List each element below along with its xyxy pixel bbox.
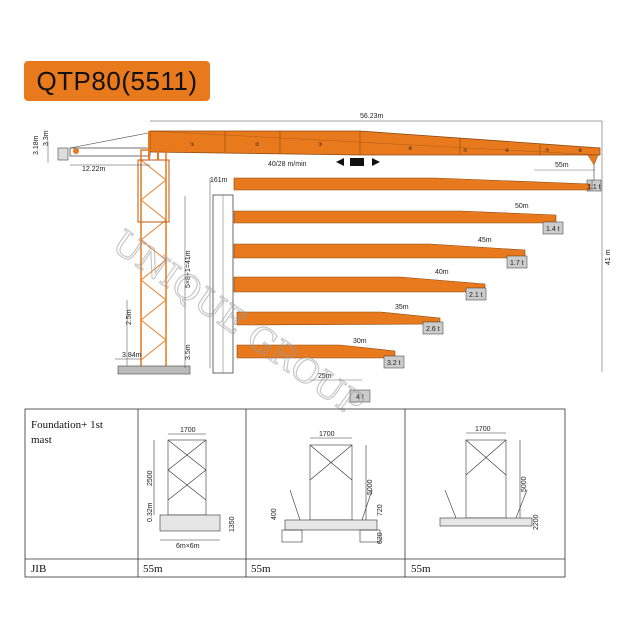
table-row1-label-b: mast (31, 434, 52, 446)
foundation-drawing (153, 433, 221, 541)
svg-text:35m: 35m (395, 304, 409, 311)
chassis-b-height: 5000 (521, 476, 528, 492)
spec-table (24, 408, 566, 578)
jib-config-25: 25m (310, 373, 362, 381)
load-45: 1.7 t (510, 260, 524, 267)
svg-text:①: ① (190, 142, 195, 148)
table-jib-label: JIB (31, 563, 46, 575)
chassis-a-width: 1700 (319, 431, 335, 438)
svg-text:⑦: ⑦ (545, 148, 550, 154)
dim-counter-jib: 12.22m (82, 166, 106, 173)
load-35: 2.6 t (426, 326, 440, 333)
dim-total-length: 56.23m (360, 113, 384, 120)
load-25: 4 t (356, 394, 364, 401)
svg-text:②: ② (255, 142, 260, 148)
chassis-b-drawing (439, 432, 533, 527)
chassis-b-width: 1700 (475, 426, 491, 433)
load-55: 1.1 t (587, 184, 601, 191)
table-jib-value-2: 55m (251, 563, 271, 575)
chassis-a-h1: 400 (271, 508, 278, 520)
jib-config-30: 30m (236, 338, 396, 359)
trolley-icon (336, 158, 380, 166)
jib-config-50: 50m (233, 203, 557, 224)
tower-mast (117, 131, 191, 375)
load-30: 3.2 t (387, 360, 401, 367)
svg-text:55m: 55m (555, 162, 569, 169)
svg-text:45m: 45m (478, 237, 492, 244)
chassis-a-height: 5000 (367, 479, 374, 495)
table-row1-label-a: Foundation+ 1st (31, 419, 103, 431)
trolley-speed: 40/28 m/min (268, 161, 307, 168)
load-40: 2.1 t (469, 292, 483, 299)
chassis-a-h2: 720 (377, 504, 384, 516)
table-jib-value-1: 55m (143, 563, 163, 575)
svg-text:50m: 50m (515, 203, 529, 210)
climbing-frame (212, 194, 234, 374)
jib-config-55: 55m (233, 162, 595, 191)
jib-config-45: 45m (233, 237, 526, 259)
model-title: QTP80(5511) (24, 61, 210, 101)
dim-apex-height: 3.18m (33, 135, 40, 155)
svg-text:④: ④ (408, 146, 413, 152)
jib-config-35: 35m (236, 304, 441, 326)
dim-mast-sections: 5×8+1=41m (185, 250, 192, 288)
svg-text:30m: 30m (353, 338, 367, 345)
svg-text:⑤: ⑤ (463, 148, 468, 154)
svg-text:⑧: ⑧ (578, 148, 583, 154)
svg-text:25m: 25m (318, 373, 332, 380)
jib-config-40: 40m (233, 269, 486, 293)
foundation-width: 1700 (180, 427, 196, 434)
foundation-footprint: 6m×6m (176, 543, 200, 550)
dim-base-width: 3.84m (122, 352, 142, 359)
foundation-base: 0.32m (147, 502, 154, 522)
dim-base-2-5: 2.5m (126, 309, 133, 325)
svg-text:⑥: ⑥ (505, 148, 510, 154)
dim-counter-height: 3.3m (43, 130, 50, 146)
svg-text:40m: 40m (435, 269, 449, 276)
svg-text:③: ③ (318, 142, 323, 148)
load-50: 1.4 t (546, 226, 560, 233)
foundation-height: 2500 (147, 470, 154, 486)
dim-height-under-hook: 41 m (605, 249, 612, 265)
dim-base-3-5: 3.5m (185, 344, 192, 360)
dim-mast-total: 161m (210, 177, 228, 184)
foundation-depth: 1350 (229, 516, 236, 532)
table-jib-value-3: 55m (411, 563, 431, 575)
chassis-a-drawing (281, 437, 381, 543)
chassis-a-h3: 620 (377, 532, 384, 544)
chassis-b-h1: 2200 (533, 514, 540, 530)
